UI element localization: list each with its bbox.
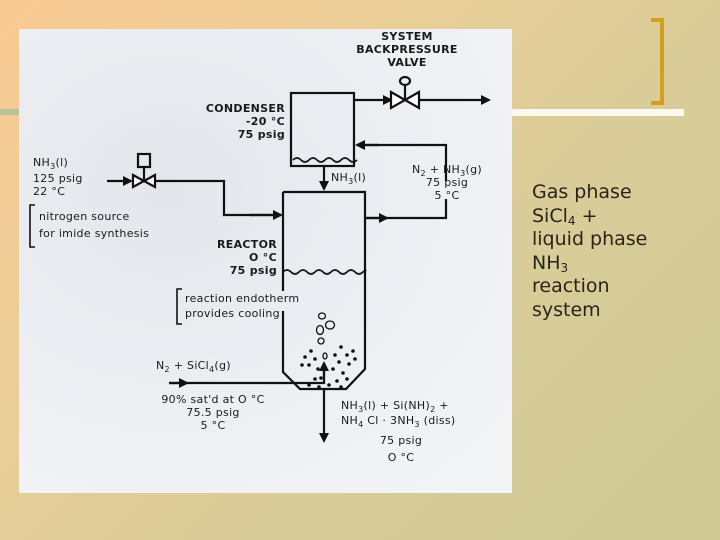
process-diagram: SYSTEM BACKPRESSURE VALVE CONDENSER -20 … — [19, 29, 512, 493]
product-stream-label: NH3(l) + Si(NH)2 + NH4 Cl · 3NH3 (diss) — [341, 399, 456, 429]
bubbles — [315, 312, 336, 360]
condenser-label: CONDENSER -20 °C 75 psig — [205, 102, 285, 141]
slide-caption: Gas phase SiCl4 + liquid phase NH3 react… — [532, 181, 648, 321]
particles — [300, 345, 357, 389]
accent-line-right — [512, 109, 684, 116]
process-lines — [29, 75, 491, 443]
sicl4-feed-label: N2 + SiCl4(g) — [156, 359, 231, 374]
backpressure-valve-label: SYSTEM BACKPRESSURE VALVE — [356, 30, 458, 69]
reactor-label: REACTOR O °C 75 psig — [217, 238, 277, 277]
vent-gas-label: N2 + NH3(g) 75 psig 5 °C — [412, 163, 482, 202]
endotherm-note: reaction endotherm provides cooling — [185, 292, 300, 320]
accent-line-left — [0, 109, 20, 115]
sicl4-feed-conditions: 90% sat'd at O °C 75.5 psig 5 °C — [161, 393, 265, 432]
bracket-decoration-icon — [651, 18, 664, 105]
nitrogen-source-note: nitrogen source for imide synthesis — [39, 210, 150, 240]
reflux-nh3-label: NH3(l) — [331, 171, 367, 186]
product-conditions: 75 psig O °C — [379, 434, 423, 464]
nh3-feed-label: NH3(l) 125 psig 22 °C — [33, 156, 83, 198]
